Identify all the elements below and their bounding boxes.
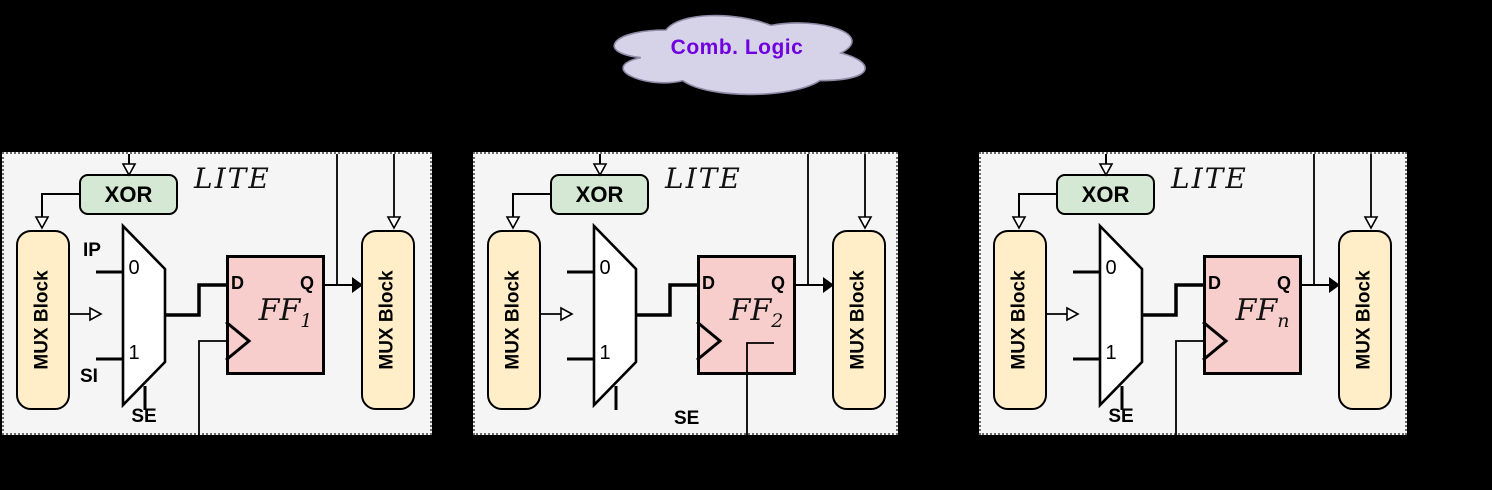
mux-block-right: MUX Block — [1338, 230, 1392, 410]
scan-mux — [1098, 222, 1144, 409]
mux-input-1-label: 1 — [1105, 342, 1117, 364]
d-port-label: D — [231, 273, 244, 293]
xor-label: XOR — [1081, 181, 1130, 207]
ff-name-text: FF — [1235, 293, 1278, 328]
mux-input-0-label: 0 — [1105, 257, 1117, 279]
wires-layer — [34, 154, 402, 437]
mux-input-1-label: 1 — [599, 342, 611, 364]
scan-enable-label: SE — [1108, 406, 1134, 427]
mux-input-0-label: 0 — [128, 257, 140, 279]
arrowhead-down-icon — [1098, 163, 1114, 177]
lite-block-1: XOR MUX Block MUX Block — [2, 152, 432, 437]
ff-label: FF2 — [707, 293, 806, 332]
arrowhead-down-icon — [505, 216, 521, 230]
wire — [636, 283, 697, 317]
block-title: LITE — [665, 162, 742, 195]
lite-block-2: XOR MUX Block MUX Block — [473, 152, 898, 437]
xor-label: XOR — [104, 181, 153, 207]
ff-label: FFn — [1213, 293, 1312, 332]
mux-input-1-label: 1 — [128, 342, 140, 364]
arrowhead-down-icon — [857, 216, 873, 230]
arrowhead-down-icon — [1363, 216, 1379, 230]
q-port-label: Q — [300, 273, 315, 293]
clock-wire — [1175, 340, 1203, 437]
xor-gate: XOR — [1056, 174, 1155, 215]
wire — [41, 193, 79, 217]
mux-block-left: MUX Block — [993, 230, 1047, 410]
scan-enable-label: SE — [674, 408, 700, 429]
arrowhead-right-icon — [352, 277, 363, 293]
ff-name-text: FF — [258, 293, 301, 328]
clock-triangle-icon — [225, 320, 252, 362]
block-title: LITE — [1171, 162, 1248, 195]
arrowhead-right-icon — [823, 277, 834, 293]
arrowhead-down-icon — [1011, 216, 1027, 230]
wires-layer — [505, 154, 873, 437]
clock-triangle-icon — [696, 320, 723, 362]
d-port-label: D — [702, 273, 715, 293]
flip-flop — [226, 255, 325, 375]
mux-block-right: MUX Block — [361, 230, 415, 410]
clock-wire — [198, 340, 226, 437]
wire — [1018, 193, 1056, 217]
wire — [165, 283, 226, 317]
mux-block-right: MUX Block — [832, 230, 886, 410]
clock-triangle-icon — [1202, 320, 1229, 362]
arrowhead-down-icon — [121, 163, 137, 177]
mux-block-left: MUX Block — [16, 230, 70, 410]
wire — [1142, 283, 1203, 317]
mux-block-left: MUX Block — [487, 230, 541, 410]
arrowhead-down-icon — [34, 216, 50, 230]
wire — [512, 193, 550, 217]
cloud-shape-icon — [613, 14, 866, 96]
arrowhead-down-icon — [592, 163, 608, 177]
ff-subscript: n — [1277, 310, 1290, 332]
scan-in-label: SI — [80, 366, 98, 387]
xor-label: XOR — [575, 181, 624, 207]
arrowhead-right-icon — [1329, 277, 1340, 293]
q-port-label: Q — [1277, 273, 1292, 293]
lite-block-n: XOR MUX Block MUX Block — [979, 152, 1407, 437]
arrowhead-down-icon — [386, 216, 402, 230]
input-pin-label: IP — [83, 240, 101, 261]
comb-logic-label: Comb. Logic — [670, 36, 804, 59]
d-port-label: D — [1208, 273, 1221, 293]
ff-subscript: 1 — [300, 310, 313, 332]
ff-label: FF1 — [236, 293, 335, 332]
wires-layer — [1011, 154, 1379, 437]
scan-mux — [592, 222, 638, 409]
ff-name-text: FF — [729, 293, 772, 328]
scan-enable-label: SE — [131, 406, 157, 427]
arrowhead-right-icon — [1066, 306, 1080, 322]
scan-mux — [121, 222, 167, 409]
xor-gate: XOR — [79, 174, 178, 215]
mux-input-0-label: 0 — [599, 257, 611, 279]
clock-wire — [746, 342, 774, 437]
block-title: LITE — [194, 162, 271, 195]
q-port-label: Q — [771, 273, 786, 293]
comb-logic-cloud: Comb. Logic — [595, 6, 879, 102]
arrowhead-right-icon — [560, 306, 574, 322]
ff-subscript: 2 — [771, 310, 784, 332]
xor-gate: XOR — [550, 174, 649, 215]
arrowhead-right-icon — [89, 306, 103, 322]
flip-flop — [1203, 255, 1302, 375]
